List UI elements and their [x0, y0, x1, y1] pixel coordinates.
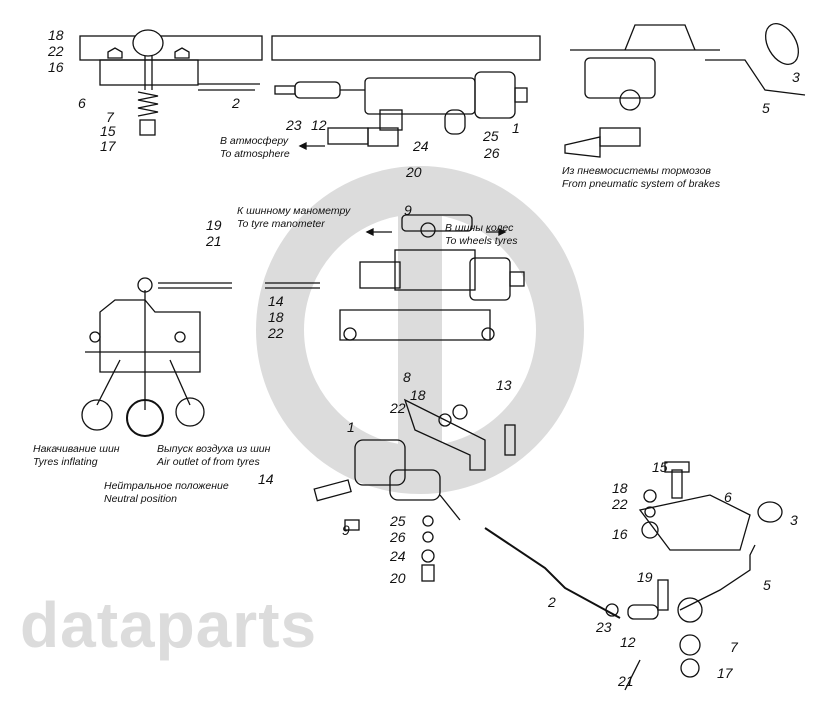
callout-number: 3	[790, 512, 798, 528]
callout-number: 23	[286, 117, 302, 133]
callout-number: 14	[258, 471, 274, 487]
callout-number: 8	[403, 369, 411, 385]
callout-number: 24	[390, 548, 406, 564]
callout-number: 17	[717, 665, 733, 681]
callout-number: 18	[410, 387, 426, 403]
callout-number: 5	[762, 100, 770, 116]
callout-number: 7	[106, 109, 114, 125]
callout-number: 24	[413, 138, 429, 154]
callout-number: 18	[48, 27, 64, 43]
callout-number: 16	[48, 59, 64, 75]
callout-number: 19	[206, 217, 222, 233]
callout-number: 1	[347, 419, 355, 435]
callout-number: 23	[596, 619, 612, 635]
callout-number: 17	[100, 138, 116, 154]
caption-en: To atmosphere	[220, 148, 290, 160]
callout-number: 9	[404, 202, 412, 218]
callout-number: 26	[390, 529, 406, 545]
callout-number: 26	[484, 145, 500, 161]
callout-number: 12	[620, 634, 636, 650]
callout-number: 6	[724, 489, 732, 505]
callout-number: 21	[206, 233, 222, 249]
caption-ru: В шины колес	[445, 222, 514, 234]
callout-number: 5	[763, 577, 771, 593]
caption-ru: Нейтральное положение	[104, 480, 229, 492]
callout-number: 20	[390, 570, 406, 586]
callout-number: 25	[390, 513, 406, 529]
callout-number: 15	[100, 123, 116, 139]
caption-en: Tyres inflating	[33, 456, 98, 468]
callout-number: 15	[652, 459, 668, 475]
callout-number: 22	[268, 325, 284, 341]
watermark-text: dataparts	[20, 589, 318, 661]
caption-en: From pneumatic system of brakes	[562, 178, 721, 190]
caption-en: To tyre manometer	[237, 218, 325, 230]
flow-arrows	[298, 141, 507, 237]
callout-number: 18	[612, 480, 628, 496]
callout-number: 6	[78, 95, 86, 111]
callout-number: 21	[618, 673, 634, 689]
callout-number: 3	[792, 69, 800, 85]
callout-number: 1	[512, 120, 520, 136]
middle-valve-assembly	[137, 214, 525, 341]
callout-number: 16	[612, 526, 628, 542]
callout-number: 9	[342, 522, 350, 538]
callout-number: 7	[730, 639, 738, 655]
callout-number: 20	[406, 164, 422, 180]
caption-ru: В атмосферу	[220, 135, 289, 147]
exploded-view	[313, 398, 783, 691]
caption-ru: Накачивание шин	[33, 443, 120, 455]
callout-number: 2	[232, 95, 240, 111]
callout-number: 19	[637, 569, 653, 585]
callout-number: 12	[311, 117, 327, 133]
caption-en: To wheels tyres	[445, 235, 518, 247]
top-right-lever-assembly	[564, 23, 806, 158]
callout-number: 22	[612, 496, 628, 512]
caption-ru: К шинному манометру	[237, 205, 351, 217]
callout-number: 25	[483, 128, 499, 144]
callout-number: 22	[390, 400, 406, 416]
top-middle-valve-assembly	[271, 35, 541, 147]
top-left-lever-assembly	[79, 29, 263, 136]
callout-number: 14	[268, 293, 284, 309]
caption-en: Air outlet of from tyres	[157, 456, 260, 468]
caption-ru: Из пневмосистемы тормозов	[562, 165, 711, 177]
caption-en: Neutral position	[104, 493, 177, 505]
callout-number: 18	[268, 309, 284, 325]
caption-ru: Выпуск воздуха из шин	[157, 443, 271, 455]
lever-positions-diagram	[81, 290, 205, 437]
callout-number: 13	[496, 377, 512, 393]
callout-number: 22	[48, 43, 64, 59]
callout-number: 2	[548, 594, 556, 610]
